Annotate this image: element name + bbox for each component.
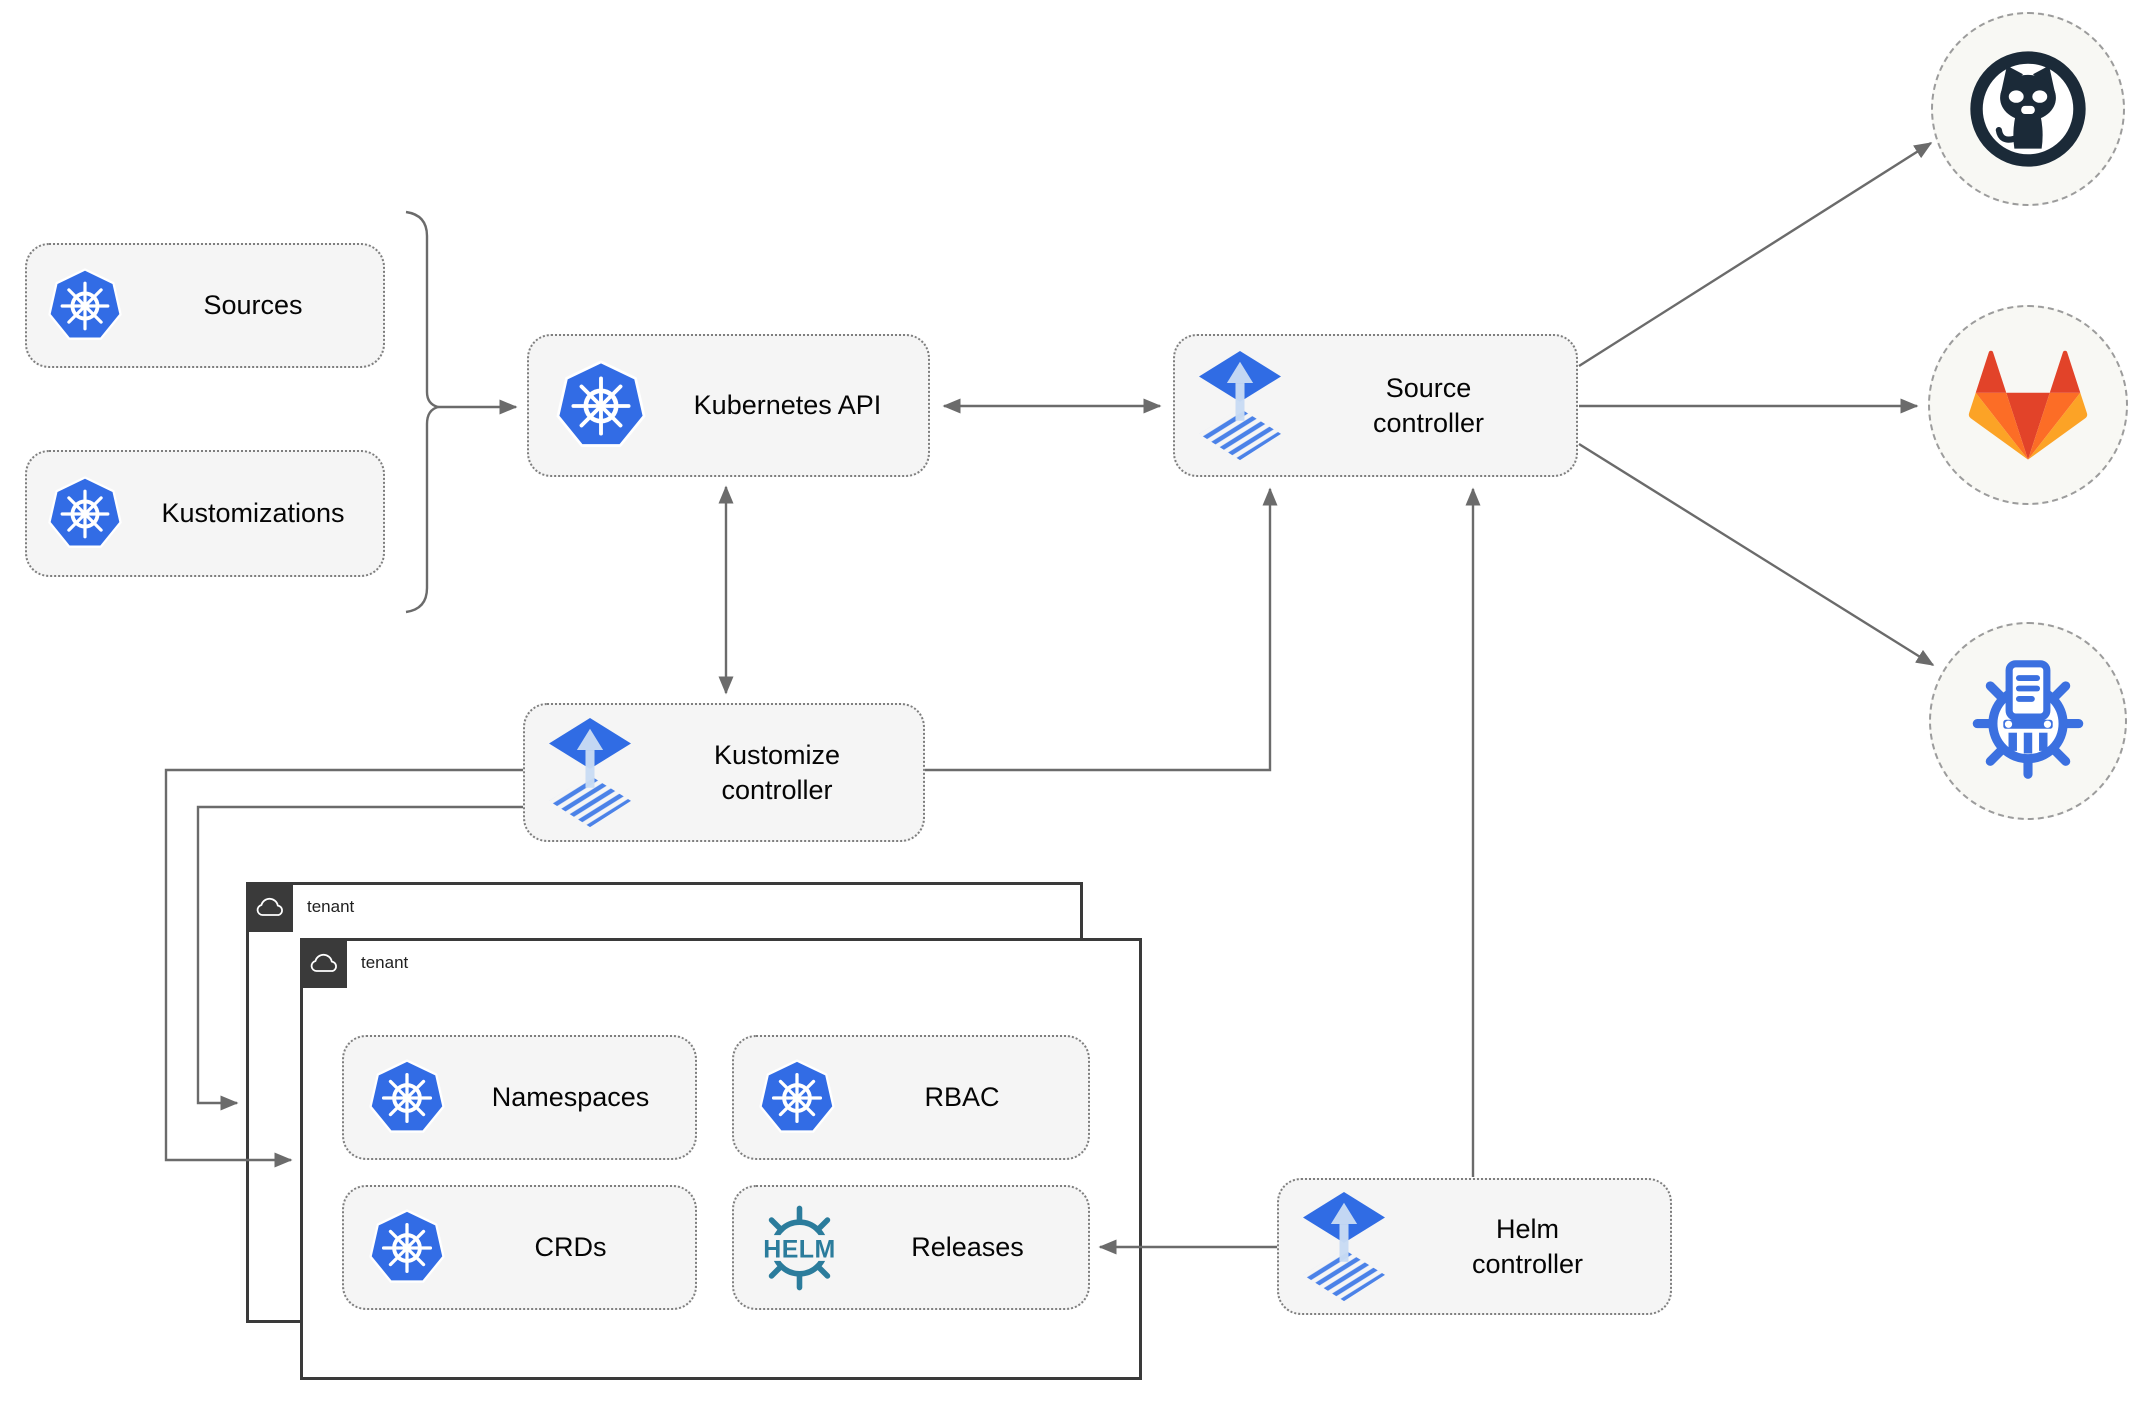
flux-icon: [1199, 351, 1281, 461]
node-source-controller: Source controller: [1173, 334, 1578, 477]
arrow-kustomize-to-source-controller: [925, 487, 1278, 772]
kubernetes-icon: [758, 1059, 836, 1137]
tenant-front-header: [300, 938, 347, 988]
github-repository: [1931, 12, 2125, 206]
node-source-controller-label: Source controller: [1372, 372, 1485, 438]
node-kustomizations-label: Kustomizations: [161, 498, 345, 529]
node-kubernetes-api: Kubernetes API: [527, 334, 930, 477]
tenant-front-label: tenant: [361, 953, 409, 972]
gitlab-icon: [1968, 350, 2088, 460]
helm-logo-icon: HELM: [755, 1205, 844, 1290]
node-rbac: RBAC: [732, 1035, 1090, 1160]
node-kustomizations: Kustomizations: [25, 450, 385, 577]
flux-icon: [549, 718, 631, 828]
arrow-source-to-github: [1578, 141, 1933, 368]
arrow-source-to-chartmuseum: [1578, 442, 1935, 667]
tenant-back-header: [246, 882, 293, 932]
node-namespaces: Namespaces: [342, 1035, 697, 1160]
cloud-icon: [309, 953, 339, 974]
gitlab-repository: [1928, 305, 2128, 505]
node-helm-controller-label: Helm controller: [1471, 1213, 1584, 1279]
helm-chart-repository: [1929, 622, 2127, 820]
node-crds-label: CRDs: [534, 1232, 607, 1263]
node-sources-label: Sources: [203, 290, 303, 321]
node-kustomize-controller: Kustomize controller: [523, 703, 925, 842]
node-releases-label: Releases: [911, 1232, 1024, 1263]
helm-wordmark: HELM: [763, 1235, 835, 1263]
cloud-icon: [255, 897, 285, 918]
kubernetes-icon: [47, 268, 123, 344]
kubernetes-icon: [47, 476, 123, 552]
node-releases: HELM Releases: [732, 1185, 1090, 1310]
node-sources: Sources: [25, 243, 385, 368]
node-crds: CRDs: [342, 1185, 697, 1310]
node-kustomize-controller-label: Kustomize controller: [713, 739, 841, 805]
kubernetes-icon: [368, 1059, 446, 1137]
chartmuseum-icon: [1972, 660, 2084, 779]
kubernetes-icon: [368, 1209, 446, 1287]
kubernetes-icon: [555, 360, 647, 452]
node-namespaces-label: Namespaces: [491, 1082, 650, 1113]
node-helm-controller: Helm controller: [1277, 1178, 1672, 1315]
node-kubernetes-api-label: Kubernetes API: [693, 390, 882, 421]
brace-sources-kustomizations: [405, 210, 443, 614]
tenant-back-label: tenant: [307, 897, 355, 916]
node-rbac-label: RBAC: [924, 1082, 1000, 1113]
flux-icon: [1303, 1192, 1385, 1302]
github-icon: [1970, 51, 2086, 167]
